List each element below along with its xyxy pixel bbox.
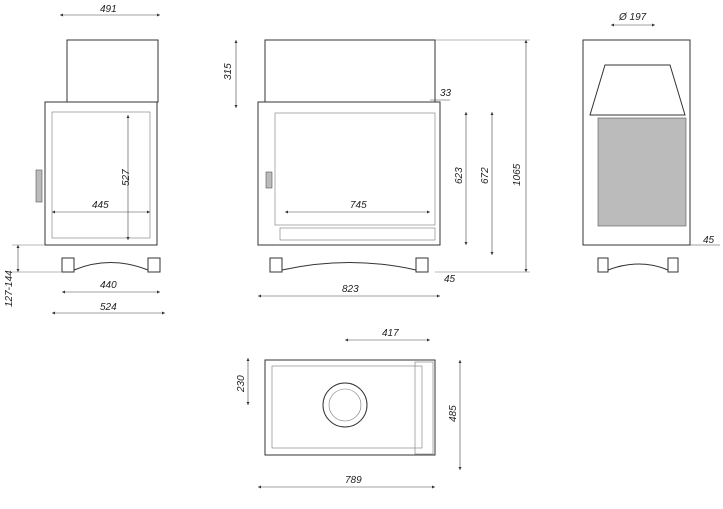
door-handle-icon [35, 169, 43, 203]
dim-frame-height: 672 [480, 167, 491, 184]
dim-door-height: 623 [454, 167, 465, 184]
dim-bottom-offset: 45 [703, 235, 715, 246]
dim-offset: 33 [440, 88, 452, 99]
top-view: 417 230 485 789 [236, 328, 462, 489]
dim-feet-span: 440 [100, 280, 117, 291]
rear-view: Ø 197 45 [582, 12, 720, 273]
dim-width: 789 [345, 475, 362, 486]
dim-total-width: 524 [100, 302, 117, 313]
dim-door-height: 527 [121, 169, 132, 186]
flue-outlet [322, 382, 368, 428]
dim-top-section: 315 [223, 63, 234, 80]
dim-top-width: 491 [100, 4, 117, 15]
door-handle-icon [265, 171, 273, 189]
dim-glass-width: 745 [350, 200, 367, 211]
dim-flue-diameter: Ø 197 [618, 12, 647, 23]
dim-flue-offset-x: 417 [382, 328, 399, 339]
dim-total-height: 1065 [512, 163, 523, 186]
dim-flue-offset-y: 230 [236, 375, 247, 393]
dim-depth: 485 [448, 405, 459, 422]
dim-glass-width: 445 [92, 200, 109, 211]
dim-bottom-offset: 45 [444, 274, 456, 285]
dim-leg-height: 127-144 [4, 270, 15, 307]
side-view: 491 527 445 440 524 127-144 [4, 4, 165, 315]
firebrick-panel [597, 117, 687, 227]
front-view: 315 33 623 672 1065 745 45 823 [223, 39, 530, 298]
dim-total-width: 823 [342, 284, 359, 295]
